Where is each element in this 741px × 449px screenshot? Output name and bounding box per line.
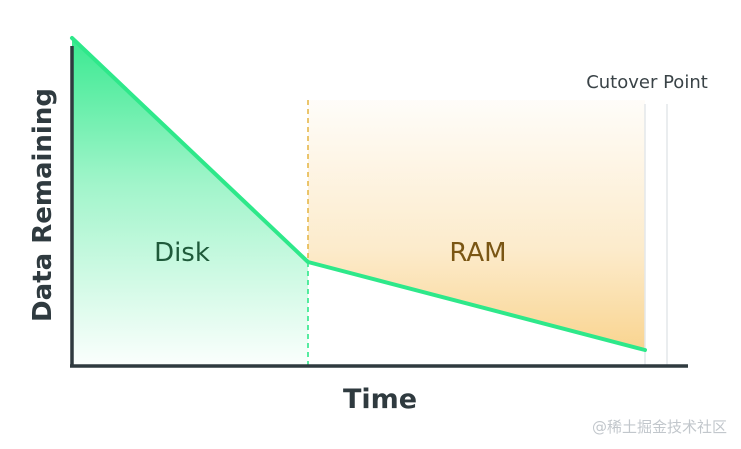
x-axis-label: Time: [343, 384, 417, 415]
cutover-point-label: Cutover Point: [586, 72, 708, 93]
disk-region-label: Disk: [154, 238, 210, 268]
watermark: @稀土掘金技术社区: [592, 418, 727, 436]
ram-region: [308, 100, 645, 350]
ram-region-label: RAM: [449, 238, 506, 268]
y-axis-label: Data Remaining: [28, 88, 58, 322]
data-remaining-line: [70, 36, 647, 352]
disk-region: [72, 36, 308, 365]
